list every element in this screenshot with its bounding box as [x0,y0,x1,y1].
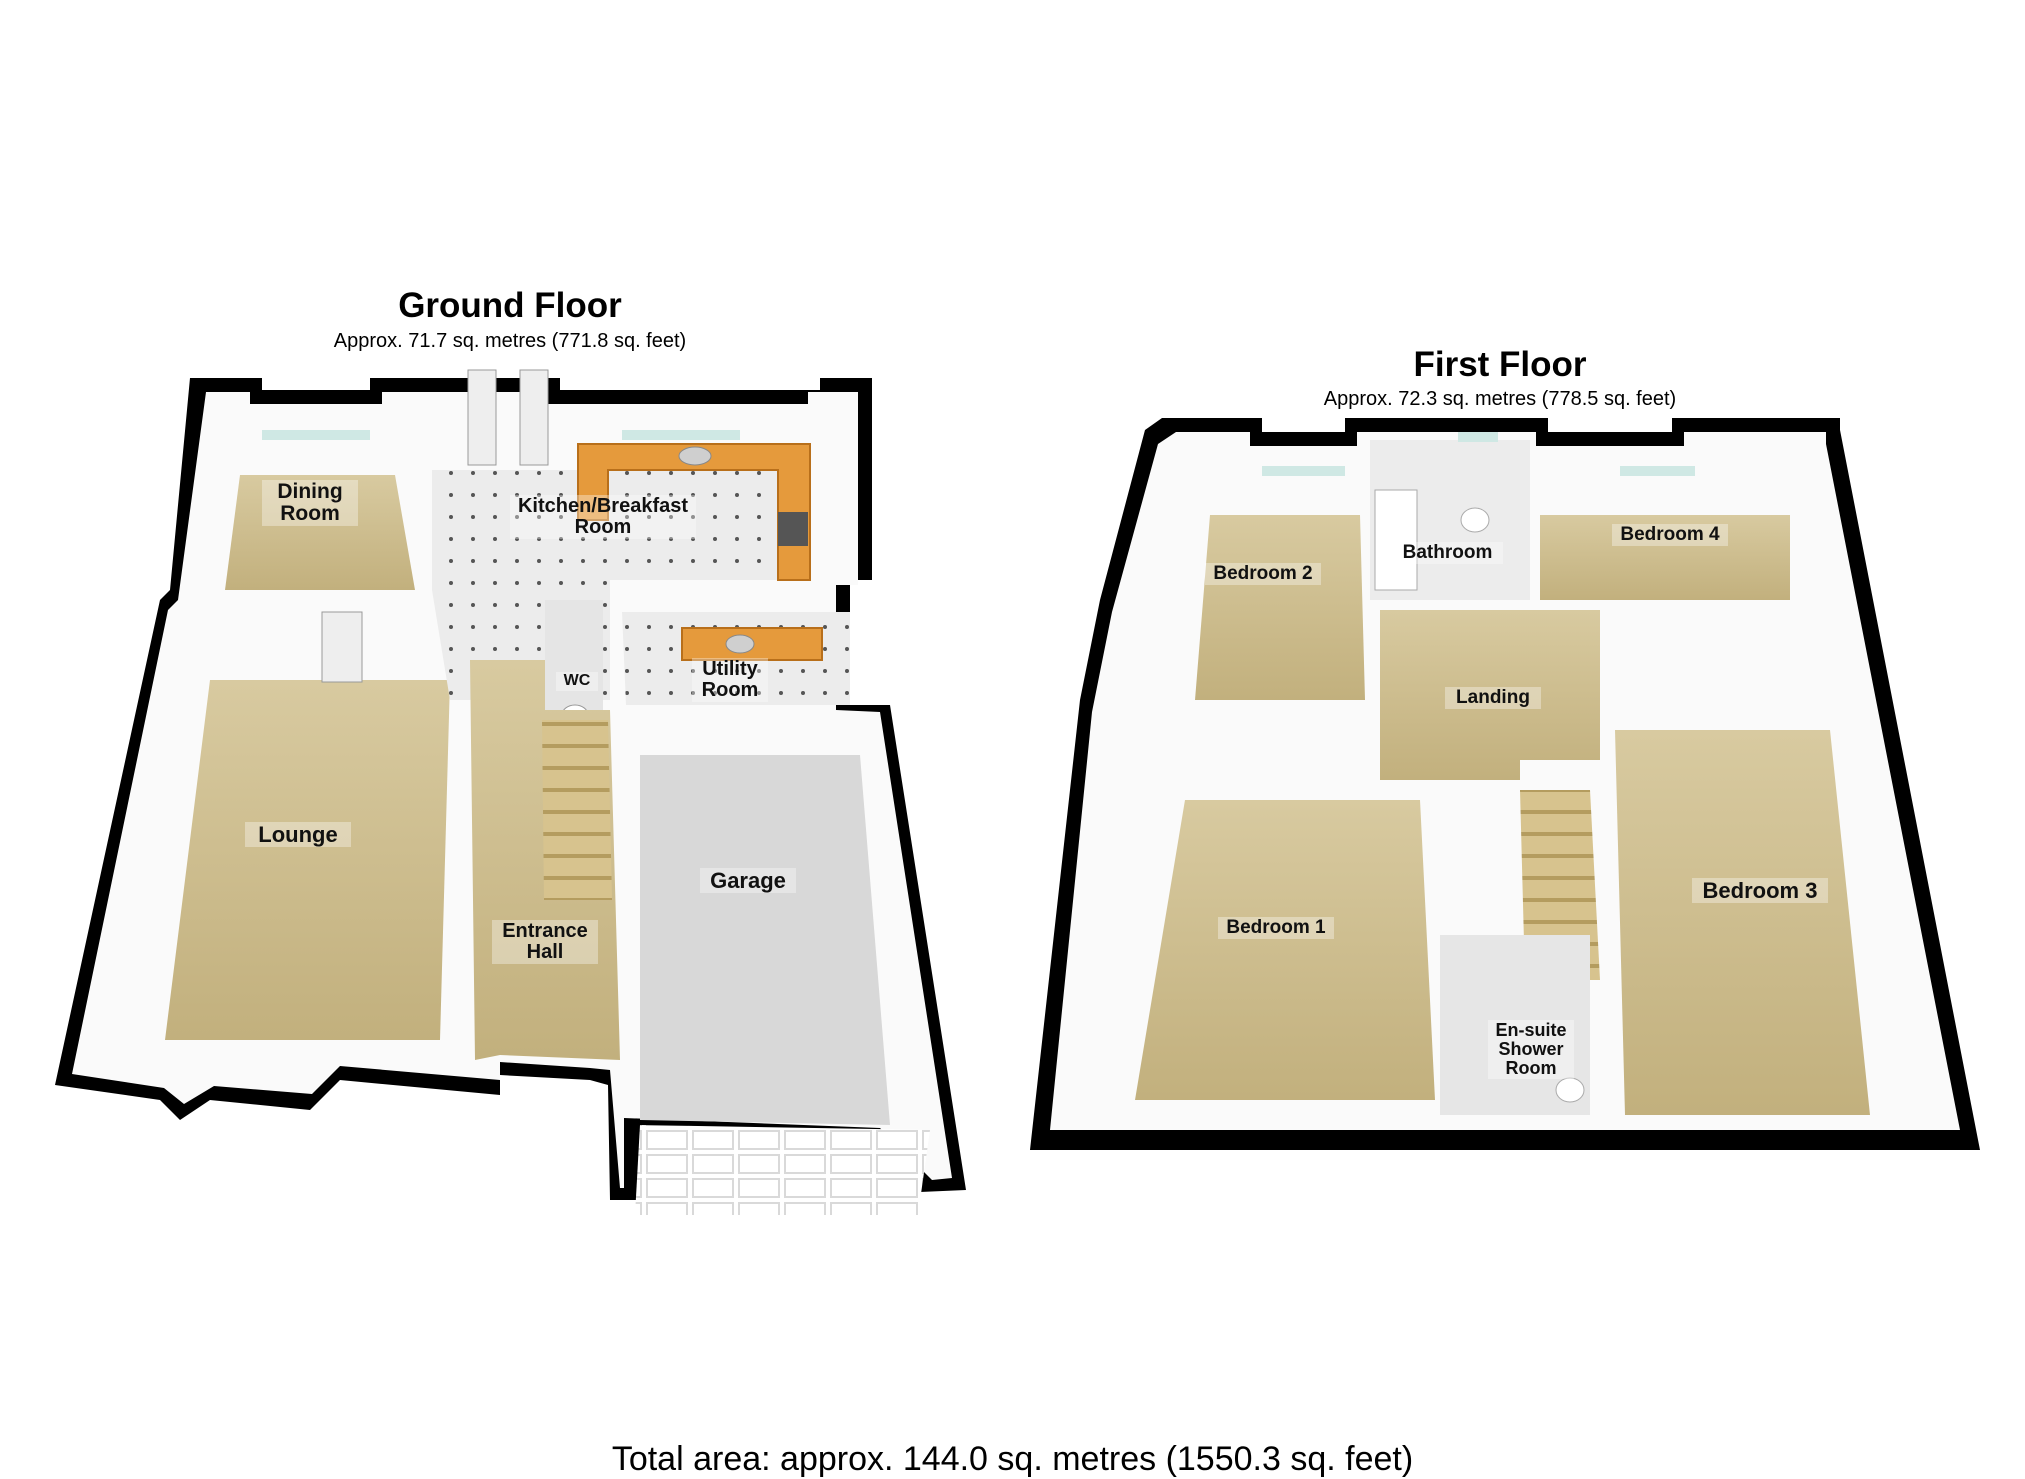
kitchen-worktop [577,443,811,581]
ensuite-toilet-icon [1555,1077,1585,1103]
garage-door [635,1125,930,1215]
lounge-floor [165,680,450,1040]
bedroom-3-floor [1615,730,1870,1115]
wc-floor [545,600,603,710]
ground-stairs [542,720,612,900]
landing-label: Landing [1445,687,1541,709]
bedroom-1-label: Bedroom 1 [1218,917,1334,939]
bath-icon [1374,489,1418,591]
bedroom-4-floor [1540,515,1790,600]
sink-icon [678,446,712,466]
garage-floor [640,755,890,1125]
lounge-door [321,611,363,683]
lounge-label: Lounge [245,822,351,848]
wc-label: WC [556,672,598,691]
dining-room-label: Dining Room [262,480,358,527]
first-stairs [1520,790,1600,980]
ensuite-label: En-suite Shower Room [1488,1020,1574,1079]
patio-door-left [467,369,497,466]
dining-room-floor [225,475,415,590]
kitchen-window [622,430,740,440]
bedroom-2-floor [1195,515,1365,700]
utility-sink-icon [725,634,755,654]
entrance-hall-label: Entrance Hall [492,920,598,964]
hob-icon [778,512,808,546]
garage-label: Garage [700,868,796,894]
kitchen-floor [432,470,780,700]
bedroom-2-label: Bedroom 2 [1205,563,1321,585]
bathroom-label: Bathroom [1392,542,1503,564]
kitchen-label: Kitchen/Breakfast Room [510,495,696,539]
total-area: Total area: approx. 144.0 sq. metres (15… [611,1440,1414,1478]
dining-window [262,430,370,440]
bathroom-window [1458,432,1498,442]
bedroom-4-label: Bedroom 4 [1612,524,1728,546]
ground-floor [55,369,966,1215]
bathroom-toilet-icon [1460,507,1490,533]
utility-label: Utility Room [692,658,768,702]
first-floor [1030,418,1980,1150]
patio-door-right [519,369,549,466]
landing-floor [1380,610,1600,780]
first-floor-title: First Floor [1413,345,1587,384]
bedroom-3-label: Bedroom 3 [1692,878,1828,904]
bedroom-4-window [1620,466,1695,476]
bedroom-2-window [1262,466,1345,476]
first-floor-area: Approx. 72.3 sq. metres (778.5 sq. feet) [1323,388,1677,410]
utility-worktop [681,627,823,661]
ground-floor-area: Approx. 71.7 sq. metres (771.8 sq. feet) [333,330,687,352]
bedroom-1-floor [1135,800,1435,1100]
ground-floor-title: Ground Floor [398,286,622,325]
